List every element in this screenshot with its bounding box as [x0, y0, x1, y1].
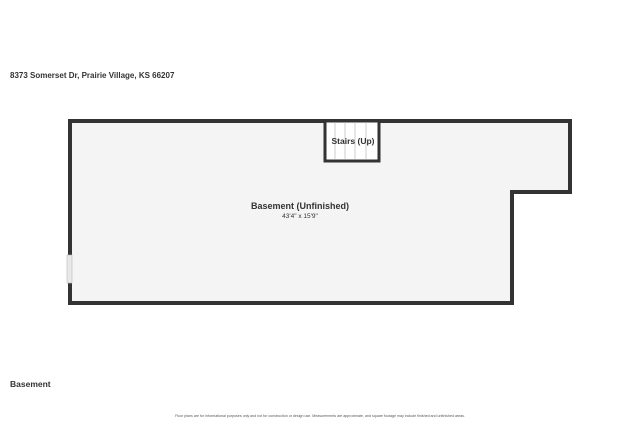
disclaimer: Floor plans are for informational purpos… [175, 414, 465, 418]
stairs-label: Stairs (Up) [331, 136, 375, 146]
floor-label: Basement [10, 379, 51, 389]
room-name: Basement (Unfinished) [250, 201, 349, 211]
property-address: 8373 Somerset Dr, Prairie Village, KS 66… [10, 71, 175, 80]
stairs [323, 119, 381, 163]
window [66, 254, 73, 284]
basement-room-walls [68, 119, 572, 305]
room-dimensions: 43'4" x 15'9" [282, 213, 318, 220]
